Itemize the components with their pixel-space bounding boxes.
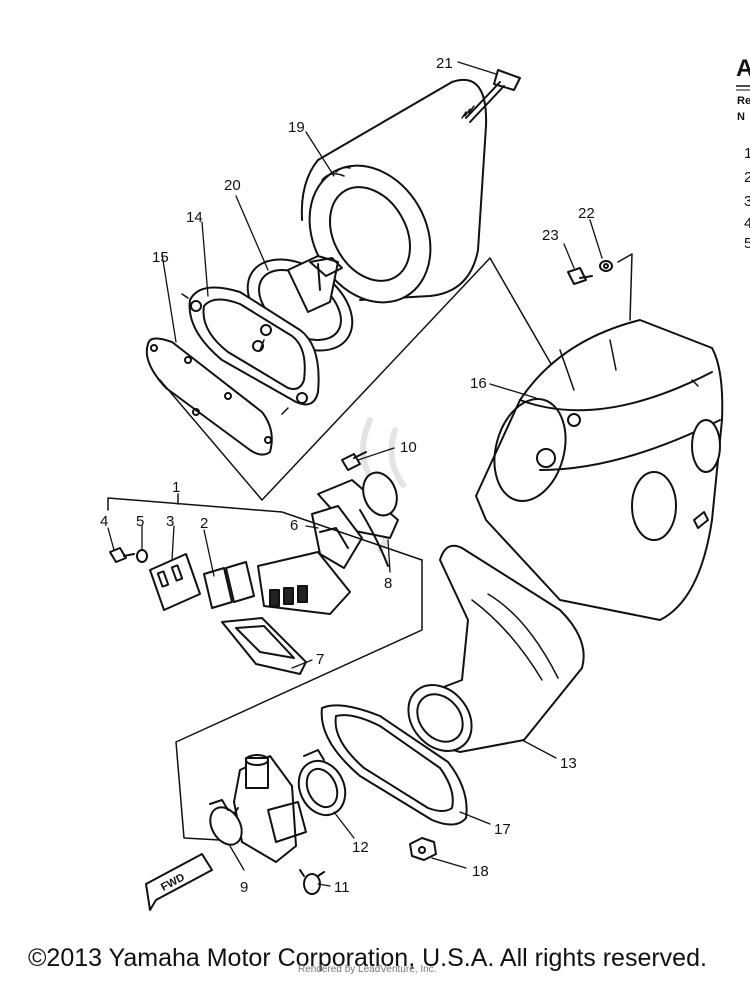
air-filter-case-16 (475, 319, 724, 621)
callout-1: 1 (172, 479, 180, 496)
washer-5 (136, 549, 148, 563)
callout-12: 12 (352, 839, 369, 856)
nut-18 (409, 837, 437, 861)
header-letter: A (736, 55, 750, 82)
reed-2 (203, 561, 255, 609)
callout-8: 8 (384, 575, 392, 592)
clamp-9 (209, 799, 243, 846)
case-cap-14 (181, 286, 320, 415)
fwd-arrow (145, 853, 213, 911)
side-number-2: 2 (744, 169, 750, 186)
callout-22: 22 (578, 205, 595, 222)
reed-seat-6 (311, 505, 363, 569)
callout-7: 7 (316, 651, 324, 668)
callout-20: 20 (224, 177, 241, 194)
callout-3: 3 (166, 513, 174, 530)
callout-6: 6 (290, 517, 298, 534)
gasket-15 (145, 337, 273, 456)
callout-21: 21 (436, 55, 453, 72)
bolt-10 (341, 451, 367, 471)
callout-17: 17 (494, 821, 511, 838)
callout-2: 2 (200, 515, 208, 532)
clip-11 (299, 869, 325, 895)
side-number-4: 4 (744, 215, 750, 232)
callout-15: 15 (152, 249, 169, 266)
header-line1: Re (737, 95, 750, 107)
header-line2: N (737, 111, 745, 123)
gasket-7 (221, 617, 307, 675)
callout-19: 19 (288, 119, 305, 136)
reed-stopper-3 (149, 553, 201, 611)
callout-23: 23 (542, 227, 559, 244)
callout-11: 11 (334, 879, 350, 896)
callout-16: 16 (470, 375, 487, 392)
callout-10: 10 (400, 439, 417, 456)
air-boot-13 (407, 544, 585, 753)
manifold-8 (317, 471, 399, 567)
bolt-23 (567, 267, 593, 285)
rendered-by-watermark: Rendered by LeadVenture, Inc. (298, 964, 437, 975)
side-number-1: 1 (744, 145, 750, 162)
washer-22 (599, 260, 613, 272)
screw-4 (109, 547, 135, 563)
reed-valve-body (257, 551, 351, 615)
leader-lines (107, 61, 603, 887)
callout-4: 4 (100, 513, 108, 530)
copyright-notice: ©2013 Yamaha Motor Corporation, U.S.A. A… (28, 944, 707, 972)
carburetor (225, 754, 307, 863)
callout-14: 14 (186, 209, 203, 226)
callout-13: 13 (560, 755, 577, 772)
callout-5: 5 (136, 513, 144, 530)
callout-9: 9 (240, 879, 248, 896)
callout-18: 18 (472, 863, 489, 880)
gasket-17 (320, 704, 468, 826)
side-number-5: 5 (744, 235, 750, 252)
side-number-3: 3 (744, 193, 750, 210)
clamp-12 (297, 749, 347, 817)
bolt-21 (461, 69, 521, 123)
